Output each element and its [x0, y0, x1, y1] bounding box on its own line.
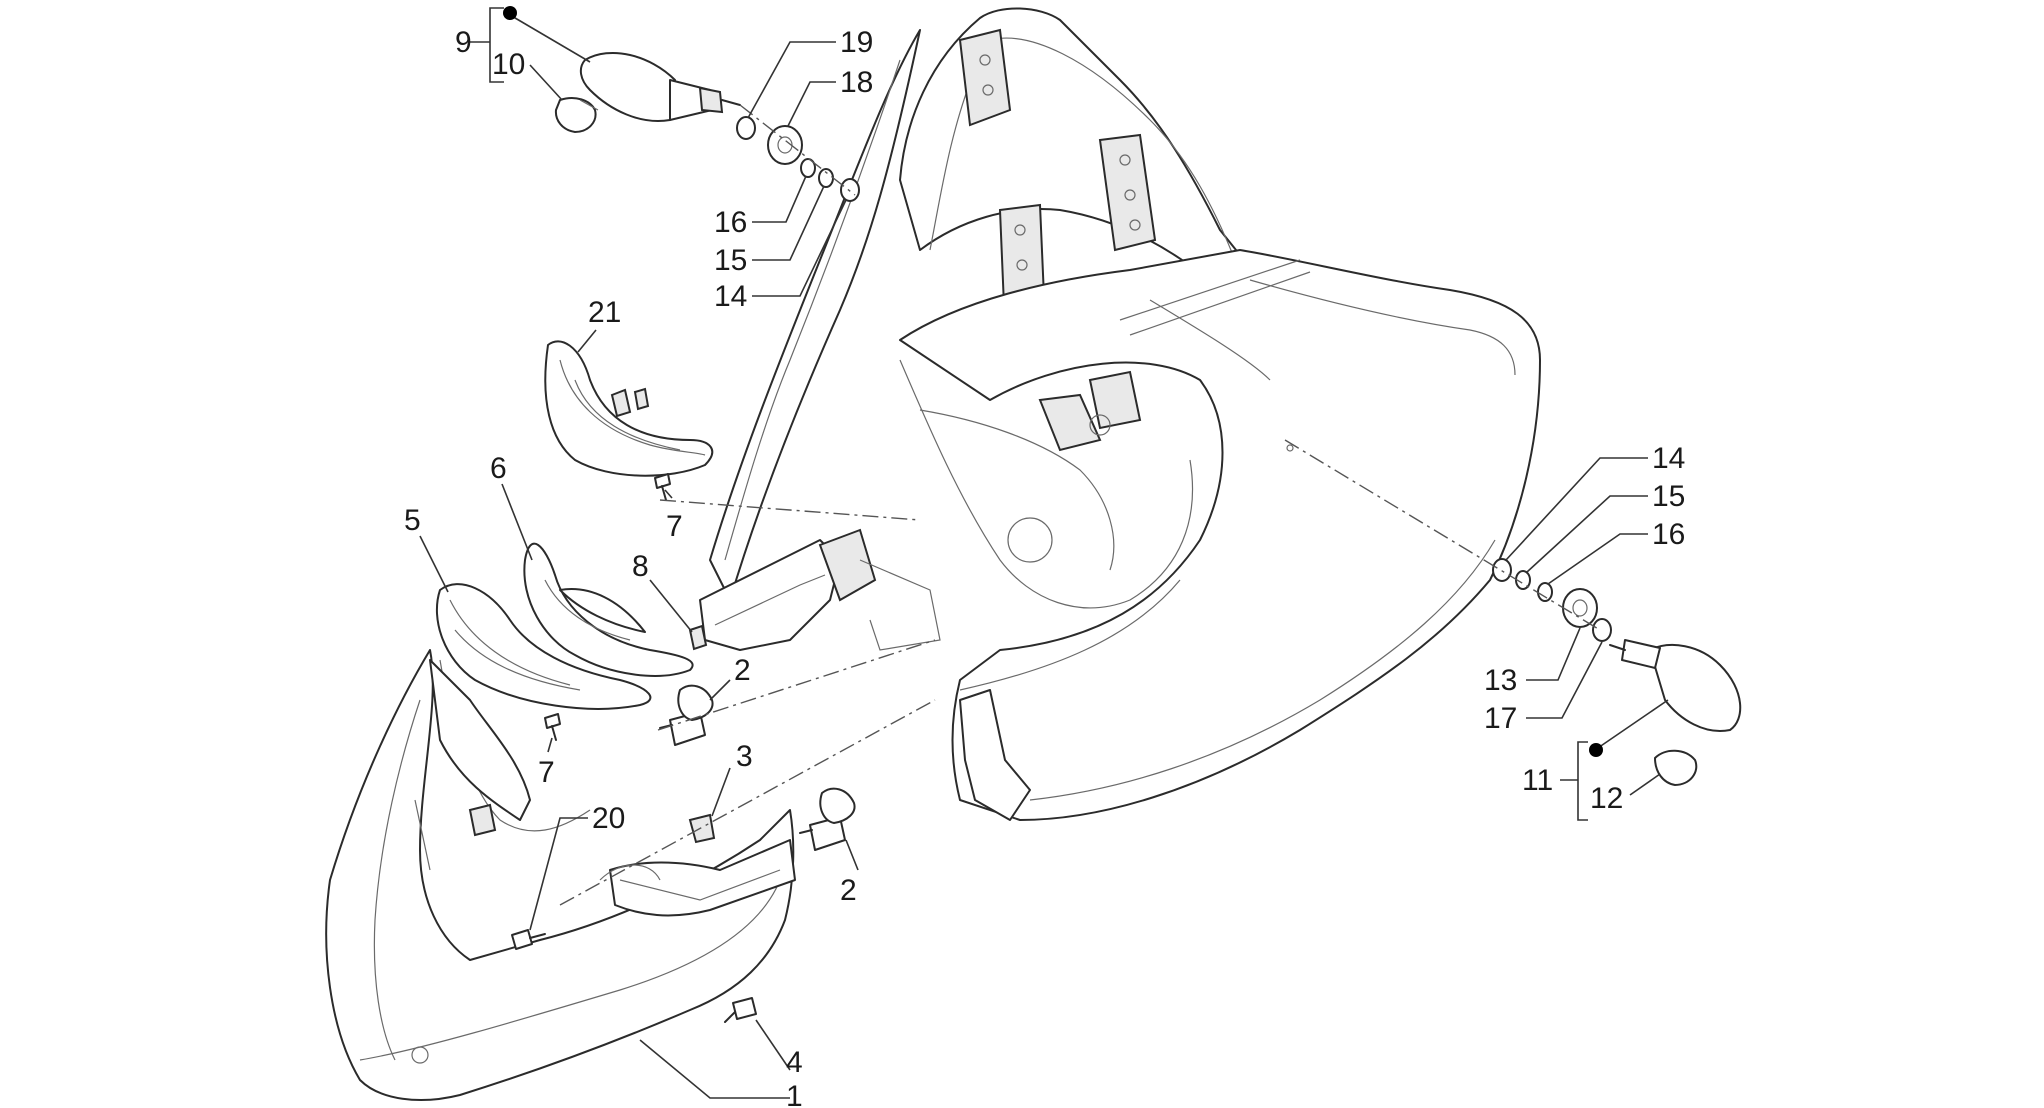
- bullet-dot-11: [1589, 743, 1603, 757]
- callout-7-upper: 7: [666, 510, 683, 543]
- callout-8: 8: [632, 550, 649, 583]
- part-12-lower-bulb: [1654, 749, 1698, 786]
- part-3-clip: [688, 813, 716, 844]
- callout-17: 17: [1484, 702, 1517, 735]
- callout-5: 5: [404, 504, 421, 537]
- part-10-upper-bulb: [554, 97, 599, 133]
- part-20-screw: [511, 929, 546, 950]
- callout-3: 3: [736, 740, 753, 773]
- part-6-lens-frame: [523, 542, 694, 677]
- part-2-bulbs: [659, 684, 856, 851]
- callout-10: 10: [492, 48, 525, 81]
- callout-labels: 9 10 19 18 16 15 14 21 6 5 7 8 2 7 3 20 …: [404, 26, 1685, 1108]
- callout-14-upper: 14: [714, 280, 747, 313]
- callout-21: 21: [588, 296, 621, 329]
- part-7-screws: [544, 473, 671, 741]
- callout-19: 19: [840, 26, 873, 59]
- callout-7-lower: 7: [538, 756, 555, 789]
- front-shield-body: [699, 7, 1541, 821]
- callout-13: 13: [1484, 664, 1517, 697]
- part-4-screw: [724, 997, 757, 1023]
- callout-4: 4: [786, 1046, 803, 1079]
- callout-6: 6: [490, 452, 507, 485]
- part-21-position-light-cover: [544, 340, 714, 477]
- part-9-upper-turn-indicator: [579, 52, 741, 122]
- part-11-lower-turn-indicator: [1609, 639, 1742, 732]
- callout-11: 11: [1522, 764, 1553, 797]
- bullet-dot-9: [503, 6, 517, 20]
- callout-9: 9: [455, 26, 472, 59]
- callout-15-upper: 15: [714, 244, 747, 277]
- lower-washers-14-15-16-13-17: [1492, 558, 1612, 642]
- callout-15-lower: 15: [1652, 480, 1685, 513]
- part-5-lens: [435, 583, 652, 710]
- headlamp-assembly: [325, 649, 796, 1101]
- callout-2-lower: 2: [840, 874, 857, 907]
- callout-16-lower: 16: [1652, 518, 1685, 551]
- callout-14-lower: 14: [1652, 442, 1685, 475]
- part-8-clip: [688, 624, 708, 651]
- callout-18: 18: [840, 66, 873, 99]
- callout-1: 1: [786, 1080, 803, 1108]
- callout-16-upper: 16: [714, 206, 747, 239]
- callout-12: 12: [1590, 782, 1623, 815]
- assembly-center-lines: [559, 104, 1601, 906]
- callout-20: 20: [592, 802, 625, 835]
- leader-lines: [419, 7, 1669, 1099]
- upper-washers-19-18-16-15-14: [736, 116, 860, 202]
- callout-2-upper: 2: [734, 654, 751, 687]
